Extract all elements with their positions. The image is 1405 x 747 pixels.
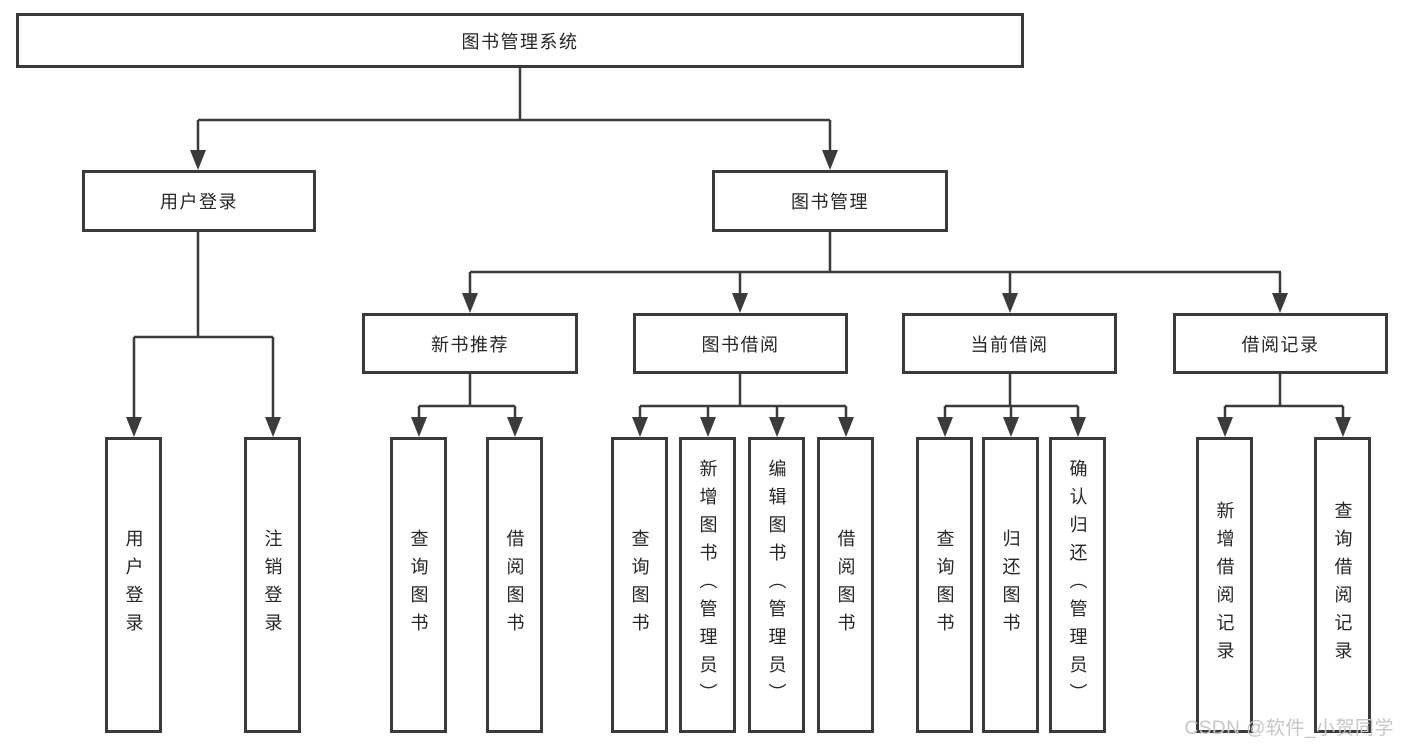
- node-label: 借阅图书: [835, 529, 856, 641]
- node-label: 查询借阅记录: [1332, 501, 1353, 669]
- leaf-edit-books-admin: 编辑图书（管理员）: [748, 437, 805, 733]
- down-arrowhead: [126, 417, 142, 437]
- leaf-query-borrow-record: 查询借阅记录: [1314, 437, 1371, 733]
- node-book-borrowing: 图书借阅: [633, 313, 848, 374]
- down-arrowhead: [1335, 417, 1351, 437]
- node-book-management-system: 图书管理系统: [16, 13, 1024, 68]
- leaf-borrow-books-recommend: 借阅图书: [486, 437, 543, 733]
- down-arrowhead: [732, 293, 748, 313]
- node-label: 查询图书: [934, 529, 955, 641]
- leaf-add-borrow-record: 新增借阅记录: [1196, 437, 1253, 733]
- connector-new-book-rec-to-leaves: [411, 374, 523, 437]
- leaf-query-books-current: 查询图书: [916, 437, 973, 733]
- down-arrowhead: [265, 417, 281, 437]
- leaf-confirm-return-admin: 确认归还（管理员）: [1049, 437, 1106, 733]
- node-label: 查询图书: [408, 529, 429, 641]
- down-arrowhead: [769, 417, 785, 437]
- down-arrowhead: [462, 293, 478, 313]
- node-borrowing-records: 借阅记录: [1173, 313, 1388, 374]
- node-label: 新增借阅记录: [1214, 501, 1235, 669]
- down-arrowhead: [700, 417, 716, 437]
- node-label: 注销登录: [262, 529, 283, 641]
- node-current-borrowing: 当前借阅: [902, 313, 1117, 374]
- connector-borrow-record-to-leaves: [1217, 374, 1351, 437]
- node-label: 用户登录: [160, 192, 238, 212]
- node-label: 查询图书: [629, 529, 650, 641]
- down-arrowhead: [1272, 293, 1288, 313]
- node-label: 图书借阅: [701, 334, 780, 355]
- csdn-watermark: CSDN @软件_小贺同学: [1184, 718, 1394, 739]
- node-label: 借阅图书: [504, 529, 525, 641]
- down-arrowhead: [507, 417, 523, 437]
- connector-user-login-to-leaves: [126, 232, 281, 437]
- connector-root-to-level2: [190, 68, 838, 170]
- node-label: 确认归还（管理员）: [1067, 459, 1088, 711]
- node-book-management: 图书管理: [712, 170, 948, 232]
- leaf-borrow-books-borrowing: 借阅图书: [817, 437, 874, 733]
- leaf-logout-login: 注销登录: [244, 437, 301, 733]
- leaf-query-books-recommend: 查询图书: [390, 437, 447, 733]
- down-arrowhead: [838, 417, 854, 437]
- connector-book-borrow-to-leaves: [632, 374, 854, 437]
- connector-book-mgmt-to-level3: [462, 232, 1288, 313]
- down-arrowhead: [1217, 417, 1233, 437]
- node-user-login: 用户登录: [82, 170, 316, 232]
- down-arrowhead: [1003, 417, 1019, 437]
- down-arrowhead: [632, 417, 648, 437]
- node-label: 图书管理: [791, 192, 869, 212]
- node-label: 当前借阅: [970, 334, 1049, 355]
- down-arrowhead: [822, 150, 838, 170]
- node-label: 用户登录: [123, 529, 144, 641]
- down-arrowhead: [190, 150, 206, 170]
- leaf-add-books-admin: 新增图书（管理员）: [679, 437, 736, 733]
- down-arrowhead: [1002, 293, 1018, 313]
- node-label: 归还图书: [1000, 529, 1021, 641]
- down-arrowhead: [411, 417, 427, 437]
- node-label: 新书推荐: [431, 334, 509, 355]
- leaf-query-books-borrowing: 查询图书: [611, 437, 668, 733]
- node-label: 编辑图书（管理员）: [766, 459, 787, 711]
- leaf-return-books: 归还图书: [982, 437, 1039, 733]
- node-label: 图书管理系统: [461, 31, 579, 52]
- connector-current-borrow-to-leaves: [937, 374, 1086, 437]
- node-label: 借阅记录: [1241, 334, 1320, 355]
- node-new-book-recommend: 新书推荐: [362, 313, 578, 374]
- down-arrowhead: [937, 417, 953, 437]
- leaf-user-login: 用户登录: [105, 437, 162, 733]
- node-label: 新增图书（管理员）: [697, 459, 718, 711]
- down-arrowhead: [1070, 417, 1086, 437]
